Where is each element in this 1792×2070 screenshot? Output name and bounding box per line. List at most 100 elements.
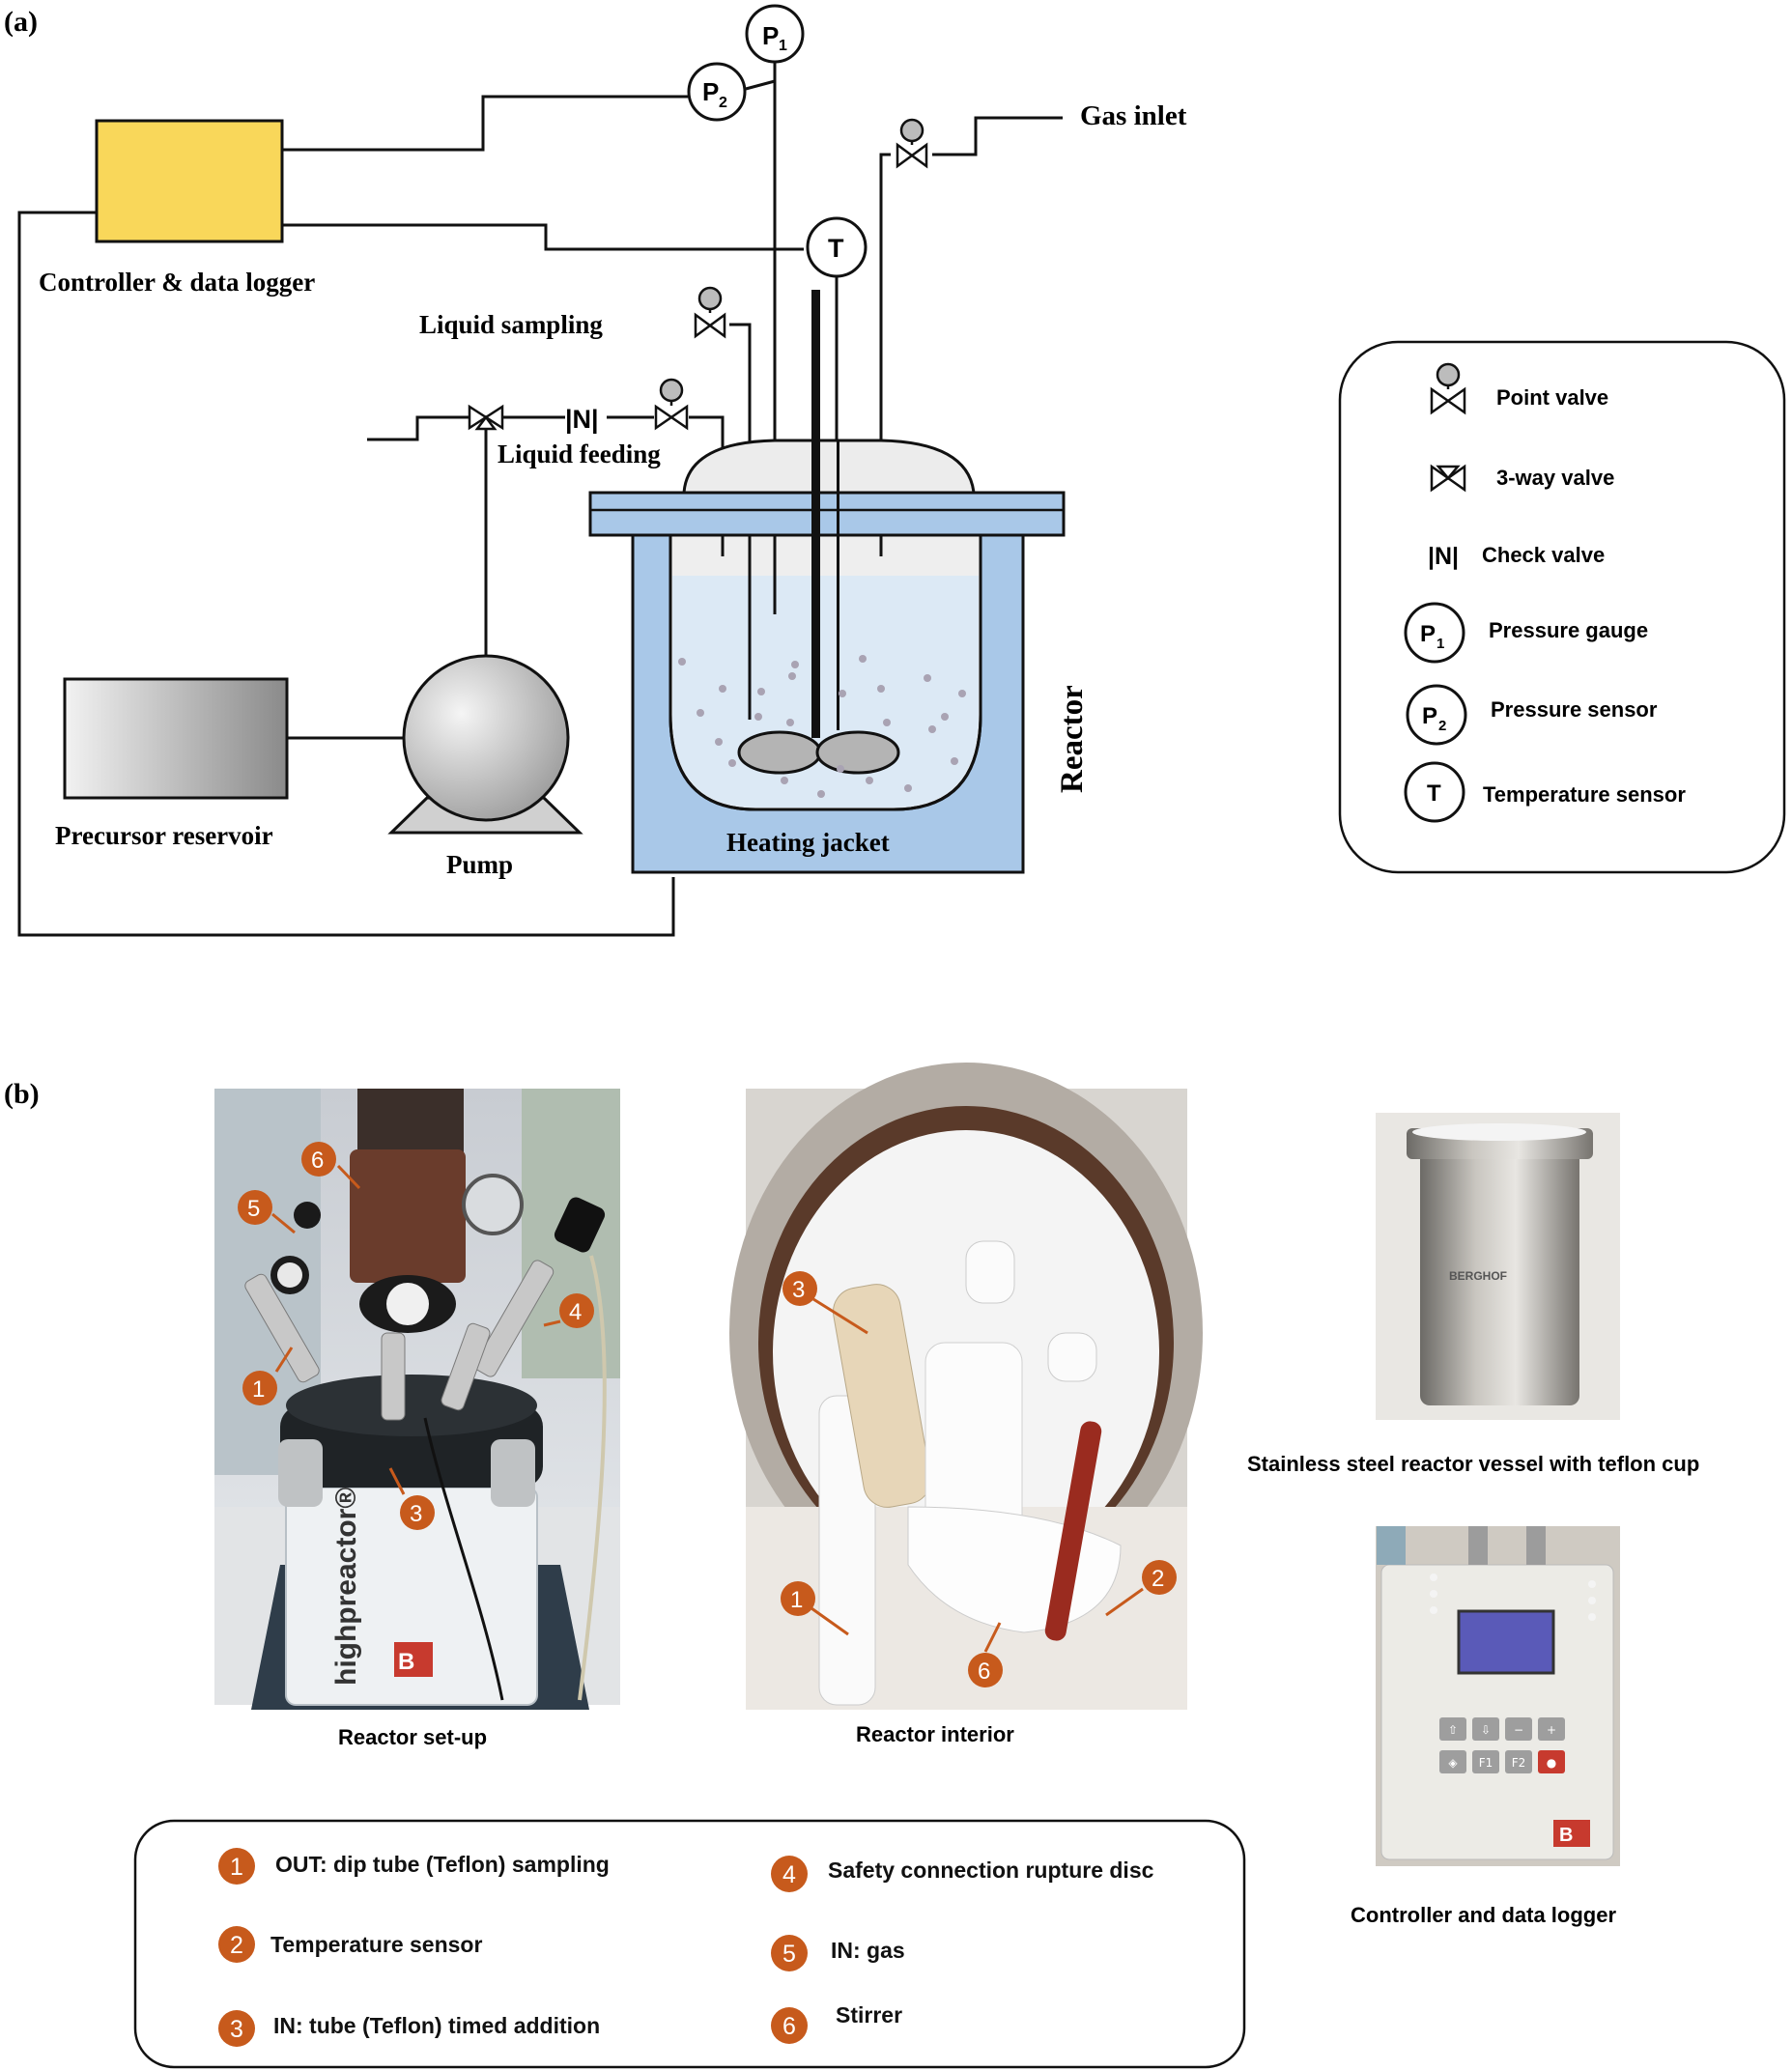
caption-reactor-interior: Reactor interior bbox=[856, 1722, 1014, 1746]
controller-key-label: ⇧ bbox=[1448, 1723, 1458, 1737]
check-valve-symbol: |N| bbox=[565, 405, 599, 434]
svg-text:T: T bbox=[828, 234, 844, 263]
legend-pressure-gauge-icon: P 1 bbox=[1404, 602, 1465, 664]
photo-setup-markers: 6 5 4 1 3 bbox=[238, 1142, 594, 1530]
legend-check-valve-symbol: |N| bbox=[1428, 543, 1459, 570]
legend-pressure-gauge: Pressure gauge bbox=[1489, 618, 1648, 642]
controller-key bbox=[1538, 1717, 1565, 1741]
svg-text:1: 1 bbox=[252, 1376, 265, 1403]
controller-key bbox=[1439, 1750, 1466, 1773]
legend-b-text: Safety connection rupture disc bbox=[828, 1857, 1154, 1883]
legend-three-way-valve-icon bbox=[1430, 464, 1466, 493]
controller-key-label: F2 bbox=[1512, 1756, 1526, 1770]
controller-key bbox=[1472, 1717, 1499, 1741]
controller-key bbox=[1538, 1750, 1565, 1773]
precursor-reservoir bbox=[63, 677, 289, 800]
svg-text:1: 1 bbox=[790, 1587, 803, 1613]
legend-b-marker-number: 4 bbox=[782, 1861, 796, 1888]
svg-text:2: 2 bbox=[719, 95, 727, 111]
precursor-reservoir-label: Precursor reservoir bbox=[55, 821, 273, 850]
svg-text:T: T bbox=[1427, 780, 1441, 807]
legend-b-marker bbox=[771, 2007, 808, 2044]
pressure-gauge-p1: P 1 bbox=[745, 4, 805, 64]
legend-b-text: OUT: dip tube (Teflon) sampling bbox=[275, 1852, 610, 1877]
reactor-liquid bbox=[672, 576, 979, 808]
legend-b bbox=[133, 1819, 1246, 2069]
legend-b-marker bbox=[218, 1848, 255, 1885]
svg-text:3: 3 bbox=[410, 1501, 422, 1527]
reactor-lid bbox=[682, 439, 976, 495]
gas-inlet-label: Gas inlet bbox=[1080, 100, 1187, 131]
controller-key-label: F1 bbox=[1479, 1756, 1493, 1770]
reactor-particles bbox=[678, 655, 966, 798]
svg-text:B: B bbox=[1559, 1825, 1573, 1846]
photo-reactor-setup: highpreactor® B bbox=[214, 1089, 620, 1710]
temperature-sensor-t: T bbox=[806, 216, 868, 278]
controller-key-label: ● bbox=[1547, 1756, 1556, 1770]
svg-text:P: P bbox=[702, 77, 719, 106]
legend-b-marker bbox=[771, 1856, 808, 1892]
svg-text:1: 1 bbox=[779, 38, 787, 54]
reactor-label: Reactor bbox=[1055, 685, 1090, 793]
legend-temperature-sensor-icon: T bbox=[1404, 761, 1465, 823]
controller-key-label: − bbox=[1514, 1723, 1523, 1737]
legend-b-text: IN: gas bbox=[831, 1938, 905, 1963]
controller-key-label: ◈ bbox=[1448, 1756, 1458, 1770]
svg-text:P: P bbox=[1420, 621, 1436, 647]
controller-key bbox=[1505, 1750, 1532, 1773]
legend-b-marker bbox=[771, 1935, 808, 1971]
legend-b-marker-number: 2 bbox=[230, 1932, 243, 1959]
svg-text:B: B bbox=[398, 1649, 414, 1675]
heating-jacket-label: Heating jacket bbox=[726, 828, 890, 857]
caption-reactor-vessel: Stainless steel reactor vessel with tefl… bbox=[1247, 1452, 1699, 1476]
legend-b-text: IN: tube (Teflon) timed addition bbox=[273, 2013, 600, 2038]
photo-interior-markers: 3 1 6 2 bbox=[781, 1271, 1177, 1687]
legend-b-marker-number: 5 bbox=[782, 1941, 796, 1968]
svg-text:1: 1 bbox=[1436, 636, 1444, 652]
legend-point-valve: Point valve bbox=[1496, 385, 1608, 410]
svg-text:2: 2 bbox=[1438, 718, 1446, 734]
three-way-valve-icon bbox=[468, 404, 504, 431]
pressure-sensor-p2: P 2 bbox=[687, 62, 747, 122]
panel-b-label: (b) bbox=[4, 1078, 40, 1110]
liquid-feeding-label: Liquid feeding bbox=[498, 440, 661, 468]
caption-controller: Controller and data logger bbox=[1351, 1903, 1616, 1927]
controller-box bbox=[95, 119, 284, 243]
liquid-sampling-point-valve-icon bbox=[694, 286, 726, 339]
svg-text:P: P bbox=[762, 21, 779, 50]
liquid-feeding-point-valve-icon bbox=[654, 378, 689, 431]
legend-b-marker-number: 3 bbox=[230, 2016, 243, 2043]
svg-text:BERGHOF: BERGHOF bbox=[1449, 1269, 1507, 1283]
legend-b-marker bbox=[218, 1926, 255, 1963]
legend-three-way-valve: 3-way valve bbox=[1496, 466, 1614, 490]
caption-reactor-setup: Reactor set-up bbox=[338, 1725, 487, 1749]
controller-label: Controller & data logger bbox=[39, 268, 315, 297]
photo-reactor-interior bbox=[729, 1063, 1203, 1710]
legend-pressure-sensor-icon: P 2 bbox=[1406, 684, 1467, 746]
controller-key bbox=[1439, 1717, 1466, 1741]
legend-b-text: Stirrer bbox=[836, 2002, 902, 2027]
legend-b-marker bbox=[218, 2010, 255, 2047]
gas-inlet-point-valve-icon bbox=[896, 118, 928, 169]
controller-key-label: ⇩ bbox=[1481, 1723, 1491, 1737]
photo-reactor-vessel: BERGHOF bbox=[1376, 1113, 1620, 1420]
svg-text:2: 2 bbox=[1152, 1566, 1164, 1592]
legend-pressure-sensor: Pressure sensor bbox=[1491, 697, 1658, 722]
liquid-sampling-label: Liquid sampling bbox=[419, 310, 603, 339]
panel-a-label: (a) bbox=[4, 6, 38, 38]
controller-key-label: + bbox=[1547, 1723, 1556, 1737]
reactor-flange bbox=[588, 491, 1066, 537]
photo-controller: ⇧ ⇩ − + ◈ F1 F2 ● B bbox=[1376, 1526, 1620, 1866]
reactor-internal-tubes bbox=[721, 535, 883, 720]
svg-text:3: 3 bbox=[792, 1277, 805, 1303]
legend-point-valve-icon bbox=[1430, 362, 1466, 415]
legend-b-marker-number: 1 bbox=[230, 1854, 243, 1881]
svg-text:P: P bbox=[1422, 703, 1437, 729]
pump-label: Pump bbox=[446, 850, 513, 879]
controller-key bbox=[1472, 1750, 1499, 1773]
pump bbox=[387, 654, 583, 835]
legend-b-text: Temperature sensor bbox=[270, 1932, 482, 1957]
legend-b-marker-number: 6 bbox=[782, 2013, 796, 2040]
legend-check-valve: Check valve bbox=[1482, 543, 1605, 567]
